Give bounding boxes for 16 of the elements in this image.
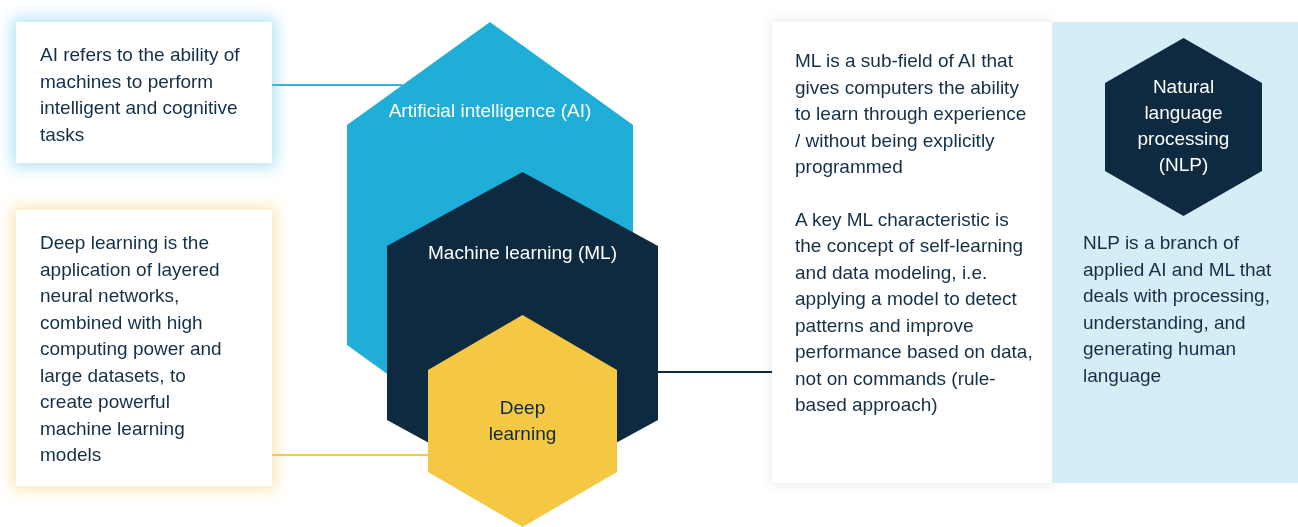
description-text: NLP is a branch of applied AI and ML that deals with processing, understanding, and generating human language [1083, 231, 1273, 388]
connector-line [657, 371, 773, 373]
description-text: ML is a sub-field of AI that gives computers the ability to learn through experience / without being explicitly programmed [795, 49, 1028, 179]
connector-line [271, 84, 404, 86]
connector-line [271, 454, 429, 456]
text-card [16, 22, 272, 163]
hexagon-label: Natural language processing (NLP) [1136, 75, 1231, 177]
description-text: AI refers to the ability of machines to perform intelligent and cognitive tasks [40, 43, 241, 147]
text-card [16, 210, 272, 486]
text-card [772, 22, 1052, 483]
hexagon-label: Artificial intelligence (AI) [388, 99, 592, 123]
description-text: A key ML characteristic is the concept of self-learning and data modeling, i.e. applying a model to detect patterns and improve performance based on data, not on commands (rule-based approach) [795, 207, 1034, 417]
hexagon-label: Deep learning [487, 396, 558, 446]
description-text: Deep learning is the application of layered neural networks, combined with high computing power and large datasets, to create powerful machine learning models [40, 231, 223, 467]
hexagon-label: Machine learning (ML) [428, 241, 617, 265]
info-panel [1052, 22, 1298, 483]
